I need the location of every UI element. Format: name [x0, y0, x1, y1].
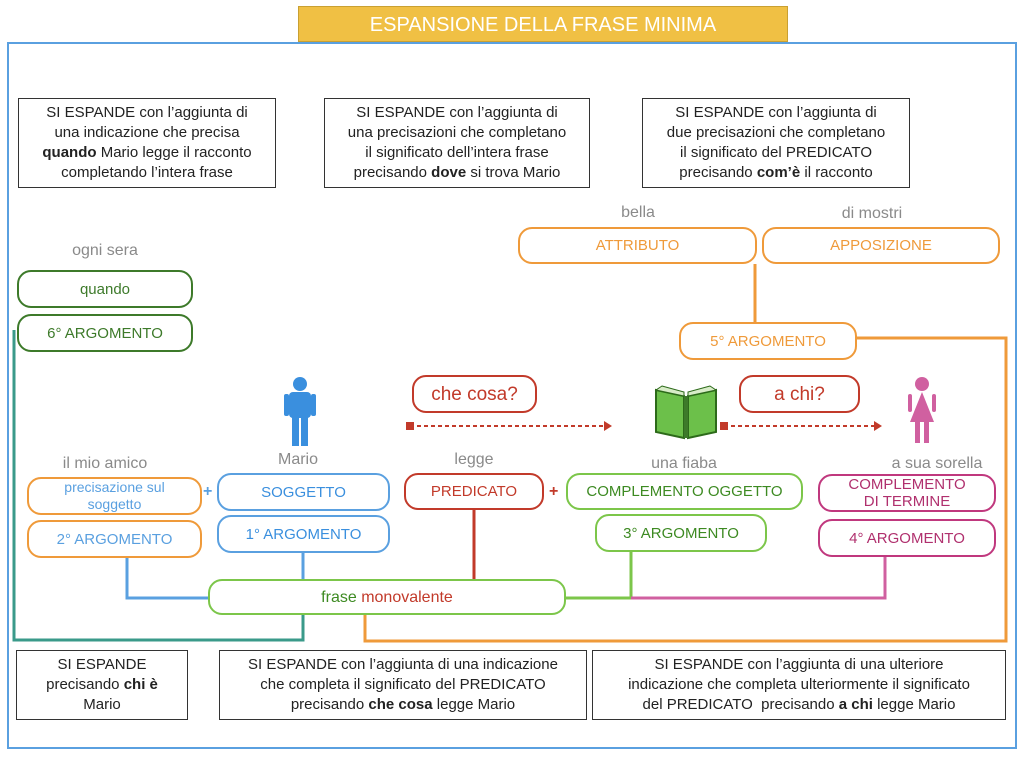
pill-che-cosa: che cosa? — [412, 375, 537, 413]
label-legge: legge — [454, 451, 494, 468]
note-quando: SI ESPANDE con l’aggiunta di una indicaz… — [18, 98, 276, 188]
pill-attributo: ATTRIBUTO — [518, 227, 757, 264]
label-di-mostri: di mostri — [841, 205, 903, 222]
pill-compl-oggetto: COMPLEMENTO OGGETTO — [566, 473, 803, 510]
note-chi-e: SI ESPANDE precisando chi è Mario — [16, 650, 188, 720]
note-dove: SI ESPANDE con l’aggiunta di una precisa… — [324, 98, 590, 188]
pill-arg1: 1° ARGOMENTO — [217, 515, 390, 553]
connector-2-arg — [125, 556, 208, 600]
note-come: SI ESPANDE con l’aggiunta di due precisa… — [642, 98, 910, 188]
pill-arg6: 6° ARGOMENTO — [17, 314, 193, 352]
pill-predicato: PREDICATO — [404, 473, 544, 510]
label-una-fiaba: una fiaba — [651, 455, 717, 472]
note-che-cosa: SI ESPANDE con l’aggiunta di una indicaz… — [219, 650, 587, 720]
monovalente-word: monovalente — [361, 588, 453, 606]
connector-4-arg — [631, 557, 887, 600]
label-a-sua-sorella: a sua sorella — [891, 455, 983, 472]
plus-2: + — [549, 483, 559, 500]
pill-arg2: 2° ARGOMENTO — [27, 520, 202, 558]
open-book-icon — [654, 385, 718, 440]
pill-frase-monovalente: frase monovalente — [208, 579, 566, 615]
frase-word: frase — [321, 588, 357, 606]
person-male-icon — [284, 377, 316, 446]
label-mario: Mario — [277, 451, 318, 468]
pill-a-chi: a chi? — [739, 375, 860, 413]
person-female-icon — [908, 377, 936, 443]
label-il-mio-amico: il mio amico — [62, 455, 148, 472]
pill-apposizione: APPOSIZIONE — [762, 227, 1000, 264]
label-ogni-sera: ogni sera — [72, 242, 138, 259]
pill-arg3: 3° ARGOMENTO — [595, 514, 767, 552]
page-title: ESPANSIONE DELLA FRASE MINIMA — [298, 6, 788, 42]
pill-soggetto: SOGGETTO — [217, 473, 390, 511]
pill-arg5: 5° ARGOMENTO — [679, 322, 857, 360]
note-a-chi: SI ESPANDE con l’aggiunta di una ulterio… — [592, 650, 1006, 720]
pill-precisazione: precisazione sul soggetto — [27, 477, 202, 515]
pill-arg4: 4° ARGOMENTO — [818, 519, 996, 557]
pill-quando: quando — [17, 270, 193, 308]
pill-compl-termine: COMPLEMENTO DI TERMINE — [818, 474, 996, 512]
plus-1: + — [203, 483, 213, 500]
label-bella: bella — [621, 204, 655, 221]
connector-5-arg — [363, 336, 1008, 643]
diagram-frame — [7, 42, 1017, 749]
